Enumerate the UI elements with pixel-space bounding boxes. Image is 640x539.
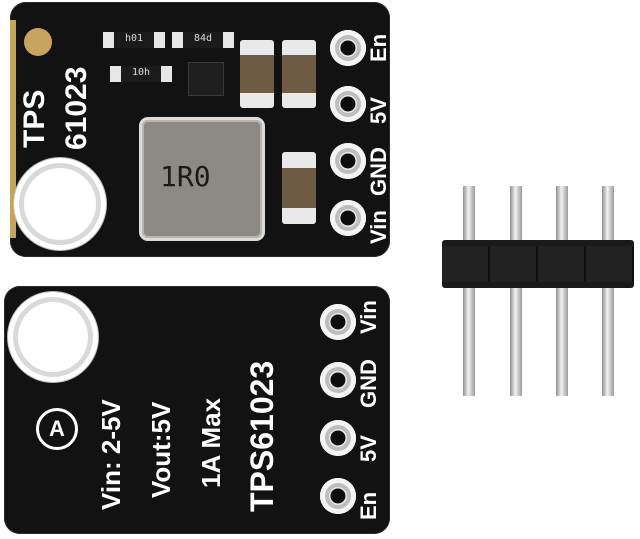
bottom-pad-5v <box>320 420 356 456</box>
header-segment-2 <box>490 246 538 282</box>
spec-current: 1A Max <box>196 397 226 488</box>
bottom-pad-vin <box>320 304 356 340</box>
top-board-gold-edge <box>10 20 16 238</box>
top-pad-en <box>330 30 366 66</box>
bottom-label-vin: Vin <box>356 300 381 334</box>
bottom-label-en: En <box>356 491 381 520</box>
header-segment-4 <box>586 246 634 282</box>
logo-badge: A <box>36 408 78 450</box>
header-segment-1 <box>442 246 490 282</box>
capacitor-c3 <box>282 152 316 224</box>
fiducial-dot <box>24 28 52 56</box>
inductor <box>142 120 262 238</box>
top-mounting-hole <box>24 168 96 240</box>
top-chip-name-line1: TPS <box>18 89 51 148</box>
top-label-5v: 5V <box>366 97 391 124</box>
header-pin-4 <box>602 186 614 396</box>
resistor-r2: 84d <box>172 32 234 48</box>
bottom-label-5v: 5V <box>356 435 381 462</box>
bottom-mounting-hole <box>18 302 88 372</box>
top-pad-gnd <box>330 143 366 179</box>
header-pin-3 <box>556 186 568 396</box>
bottom-pad-en <box>320 478 356 514</box>
tps61023-ic <box>188 62 224 96</box>
inductor-marking: 1R0 <box>160 160 211 193</box>
spec-vin: Vin: 2-5V <box>96 399 126 510</box>
top-label-gnd: GND <box>366 147 391 196</box>
top-label-vin: Vin <box>366 210 391 244</box>
bottom-chip-name: TPS61023 <box>244 360 280 512</box>
bottom-pad-gnd <box>320 362 356 398</box>
top-chip-name-line2: 61023 <box>60 66 93 150</box>
resistor-r3: 10h <box>110 66 172 82</box>
header-pin-2 <box>510 186 522 396</box>
capacitor-c2 <box>282 40 316 108</box>
bottom-label-gnd: GND <box>356 359 381 408</box>
capacitor-c1 <box>240 40 274 108</box>
header-pin-1 <box>463 186 475 396</box>
spec-vout: Vout:5V <box>146 401 176 498</box>
top-label-en: En <box>366 33 391 62</box>
resistor-r1: h01 <box>103 32 165 48</box>
top-pad-5v <box>330 86 366 122</box>
header-segment-3 <box>538 246 586 282</box>
top-pad-vin <box>330 200 366 236</box>
